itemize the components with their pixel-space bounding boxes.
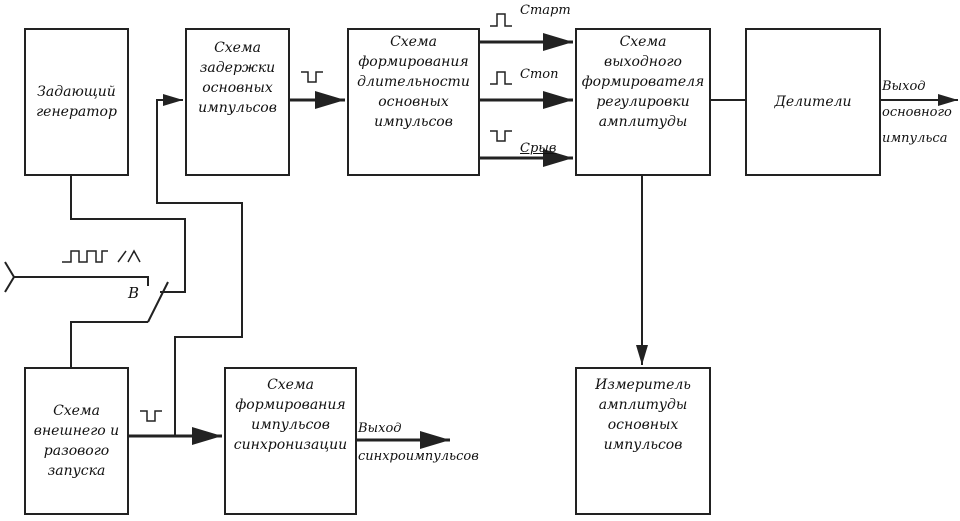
pulse-icon-stop xyxy=(490,71,512,85)
block-label: внешнего и xyxy=(33,423,120,439)
block-label: формирования xyxy=(358,54,469,70)
pulse-train-icon xyxy=(62,249,141,263)
block-label: Схема xyxy=(267,377,314,393)
block-label: Схема xyxy=(390,34,437,50)
switch-label: В xyxy=(128,284,140,302)
block-label: разового xyxy=(43,443,110,459)
block-delay: Схема задержки основных импульсов xyxy=(185,28,290,176)
sync-output-label-1: Выход xyxy=(358,421,402,436)
breakdown-label: Срыв xyxy=(520,141,557,156)
switch-blade xyxy=(147,281,169,323)
block-label: импульсов xyxy=(251,417,330,433)
feedback-line xyxy=(156,94,243,436)
block-label: Делители xyxy=(774,94,852,110)
generator-link xyxy=(70,175,186,293)
main-output-label-1: Выход xyxy=(882,79,926,94)
block-label: регулировки xyxy=(596,94,690,110)
main-output-label-3: импульса xyxy=(882,131,948,146)
block-label: генератор xyxy=(36,104,117,120)
block-label: синхронизации xyxy=(233,437,348,453)
block-meter: Измеритель амплитуды основных импульсов xyxy=(575,367,711,515)
pulse-icon-external xyxy=(140,410,162,422)
block-label: импульсов xyxy=(603,437,683,453)
block-output-former: Схема выходного формирователя регулировк… xyxy=(575,28,711,176)
stop-label: Стоп xyxy=(520,67,559,82)
block-dividers: Делители xyxy=(745,28,881,176)
block-label: импульсов xyxy=(198,100,277,116)
block-label: основных xyxy=(378,94,449,110)
pulse-icon-breakdown xyxy=(490,130,512,142)
sync-output-label-2: синхроимпульсов xyxy=(358,449,479,464)
pulse-icon-start xyxy=(490,13,512,27)
block-label: амплитуды xyxy=(598,397,688,413)
block-label: запуска xyxy=(47,463,106,479)
block-sync: Схема формирования импульсов синхронизац… xyxy=(224,367,357,515)
external-link xyxy=(70,321,148,367)
start-label: Старт xyxy=(520,3,571,18)
block-label: задержки xyxy=(199,60,276,76)
block-external-start: Схема внешнего и разового запуска xyxy=(24,367,129,515)
block-label: амплитуды xyxy=(598,114,688,130)
block-label: формирования xyxy=(235,397,346,413)
block-label: Схема xyxy=(214,40,261,56)
block-label: импульсов xyxy=(374,114,453,130)
block-generator: Задающий генератор xyxy=(24,28,129,176)
block-label: Задающий xyxy=(37,84,116,100)
block-label: Измеритель xyxy=(595,377,691,393)
block-label: длительности xyxy=(357,74,470,90)
block-label: Схема xyxy=(53,403,100,419)
external-input xyxy=(4,261,149,293)
block-label: выходного xyxy=(604,54,682,70)
pulse-icon-delay xyxy=(301,71,323,83)
main-output-label-2: основного xyxy=(882,105,952,120)
block-label: основных xyxy=(202,80,273,96)
block-duration: Схема формирования длительности основных… xyxy=(347,28,480,176)
block-label: формирователя xyxy=(581,74,705,90)
block-label: Схема xyxy=(619,34,667,50)
block-label: основных xyxy=(607,417,679,433)
